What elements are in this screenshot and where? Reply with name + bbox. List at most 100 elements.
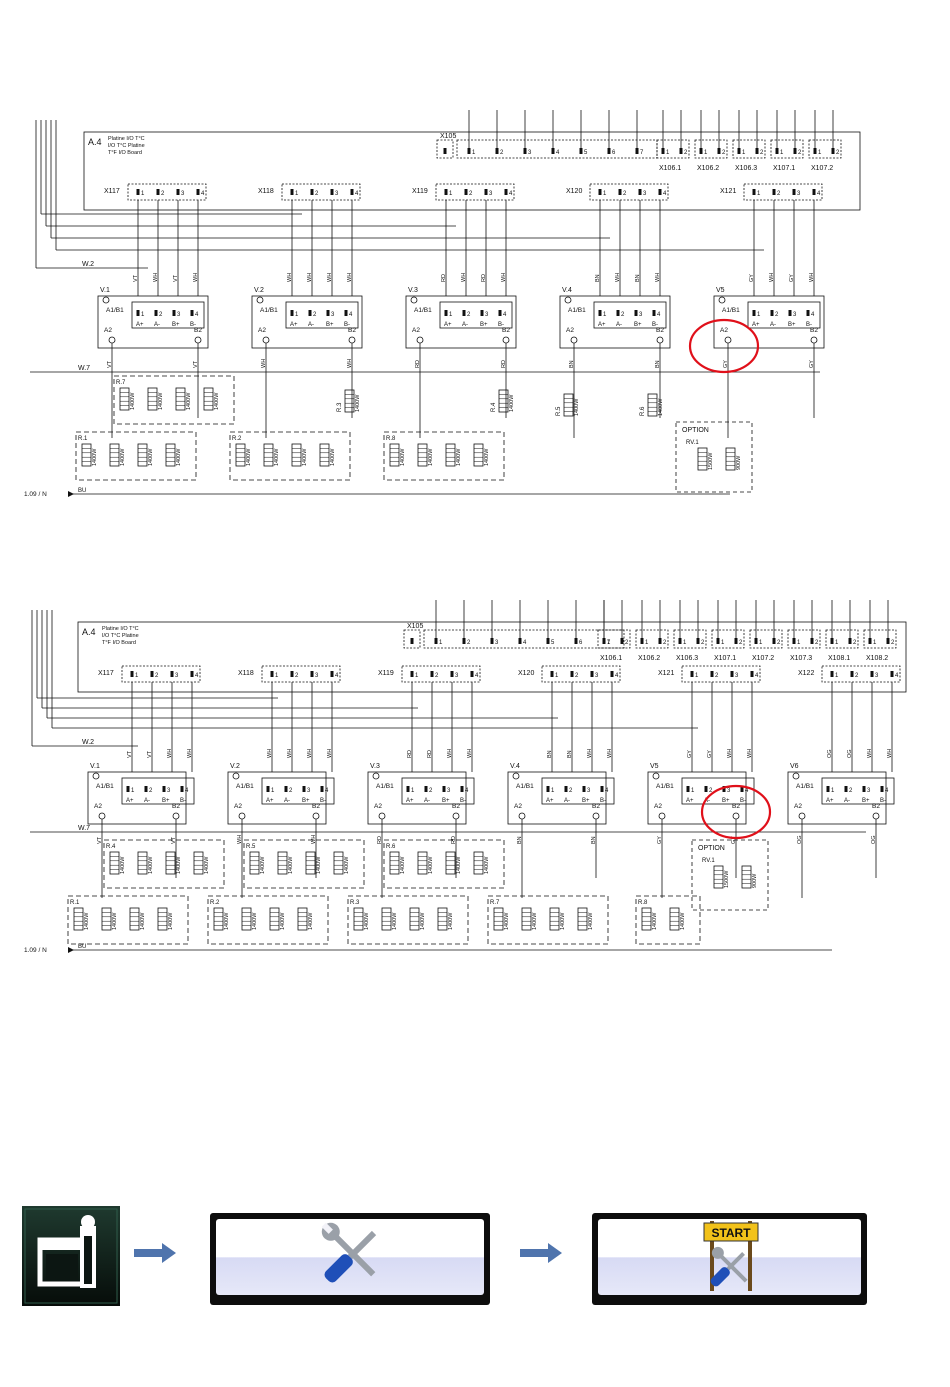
resistor-power: 1400W xyxy=(246,448,252,466)
pin-contact-icon xyxy=(550,671,554,677)
pin-number: 4 xyxy=(811,312,815,318)
resistor-group xyxy=(347,895,469,945)
pin-contact-icon xyxy=(462,638,466,644)
pin-label: B+ xyxy=(862,798,870,804)
resistor-power: 1400W xyxy=(176,448,182,466)
pin-number: 4 xyxy=(885,788,889,794)
resistor-body xyxy=(137,851,148,875)
pin-contact-icon xyxy=(830,638,834,644)
terminal-point xyxy=(238,812,246,820)
pin-contact-icon xyxy=(806,310,810,316)
connector-label: X121 xyxy=(658,670,674,677)
pin-contact-icon xyxy=(752,310,756,316)
service-start-icon[interactable]: START xyxy=(592,1213,867,1305)
menu-window-icon[interactable] xyxy=(22,1206,120,1306)
resistor-body xyxy=(713,865,724,889)
pin-contact-icon xyxy=(775,148,779,154)
wire-color: GY xyxy=(809,360,815,368)
terminal-label: B2 xyxy=(194,327,202,334)
pin-number: 1 xyxy=(135,673,139,679)
resistor-power: 1400W xyxy=(112,912,118,930)
resistor-group-label: R.7 xyxy=(490,900,500,906)
resistor-body xyxy=(81,443,92,467)
resistor-power: 1400W xyxy=(588,912,594,930)
wire-color: WH xyxy=(327,749,333,758)
pin-number: 1 xyxy=(818,150,822,156)
terminal-label: A2 xyxy=(374,803,382,810)
highlight-circle xyxy=(688,318,760,374)
resistor: 1400W xyxy=(319,443,336,467)
connector-label: X107.3 xyxy=(790,655,812,662)
terminal-point xyxy=(410,296,418,304)
pin-number: 1 xyxy=(603,191,607,197)
pin-contact-icon xyxy=(290,189,294,195)
pin-number: 2 xyxy=(313,312,317,318)
wire-color: BN xyxy=(595,274,601,282)
resistor-power: 1400W xyxy=(560,912,566,930)
wire-color: WH xyxy=(747,749,753,758)
resistor-body xyxy=(277,851,288,875)
wire-color: RD xyxy=(407,750,413,758)
module-connector xyxy=(127,183,207,201)
wire-color: WH xyxy=(307,273,313,282)
pin-label: B+ xyxy=(788,322,796,328)
resistor-ref: R.6 xyxy=(640,406,646,416)
pin-contact-icon xyxy=(290,671,294,677)
pin-contact-icon xyxy=(679,148,683,154)
resistor-body xyxy=(409,907,420,931)
pin-contact-icon xyxy=(658,638,662,644)
resistor-group-label: R.8 xyxy=(386,436,396,442)
resistor-body xyxy=(549,907,560,931)
module-connector xyxy=(121,665,201,683)
resistor-power: 1400W xyxy=(92,448,98,466)
resistor-body xyxy=(129,907,140,931)
pin-number: 1 xyxy=(691,788,695,794)
pin-contact-icon xyxy=(844,786,848,792)
terminal-label: A2 xyxy=(514,803,522,810)
module-connector xyxy=(401,665,481,683)
pin-contact-icon xyxy=(752,189,756,195)
pin-number: 2 xyxy=(849,788,853,794)
pin-number: 6 xyxy=(579,640,583,646)
resistor-body xyxy=(137,443,148,467)
pin-label: B- xyxy=(320,798,326,804)
pin-contact-icon xyxy=(868,638,872,644)
pin-number: 3 xyxy=(587,788,591,794)
resistor: 1400W xyxy=(81,443,98,467)
service-tools-icon[interactable] xyxy=(210,1213,490,1305)
pin-number: 3 xyxy=(797,191,801,197)
pin-number: 2 xyxy=(798,150,802,156)
pin-number: 4 xyxy=(605,788,609,794)
pin-number: 1 xyxy=(415,673,419,679)
connector-label: X106.2 xyxy=(697,165,719,172)
pin-label: A- xyxy=(144,798,150,804)
wire-color: BN xyxy=(517,836,523,844)
wire-color: RD xyxy=(415,360,421,368)
pin-number: 1 xyxy=(603,312,607,318)
terminal-point xyxy=(810,336,818,344)
pin-number: 1 xyxy=(704,150,708,156)
terminal-point xyxy=(416,336,424,344)
module-connector xyxy=(821,665,901,683)
resistor-body xyxy=(235,443,246,467)
pin-number: 3 xyxy=(643,191,647,197)
resistor-group xyxy=(207,895,329,945)
resistor: 1400W xyxy=(549,907,566,931)
resistor: 1400W xyxy=(213,907,230,931)
resistor-body xyxy=(493,907,504,931)
pin-contact-icon xyxy=(470,671,474,677)
resistor: 1400W xyxy=(669,907,686,931)
pin-number: 2 xyxy=(777,640,781,646)
resistor: 1500W xyxy=(713,865,730,889)
pin-contact-icon xyxy=(570,671,574,677)
relay-label: V.4 xyxy=(562,287,572,294)
connector-label: X121 xyxy=(720,188,736,195)
resistor: 1400W xyxy=(241,907,258,931)
pin-contact-icon xyxy=(750,671,754,677)
wire-color: WH xyxy=(307,749,313,758)
pin-contact-icon xyxy=(444,310,448,316)
pin-contact-icon xyxy=(640,638,644,644)
resistor-group xyxy=(383,839,505,889)
wire-color: WH xyxy=(153,273,159,282)
terminal-label: B2 xyxy=(810,327,818,334)
